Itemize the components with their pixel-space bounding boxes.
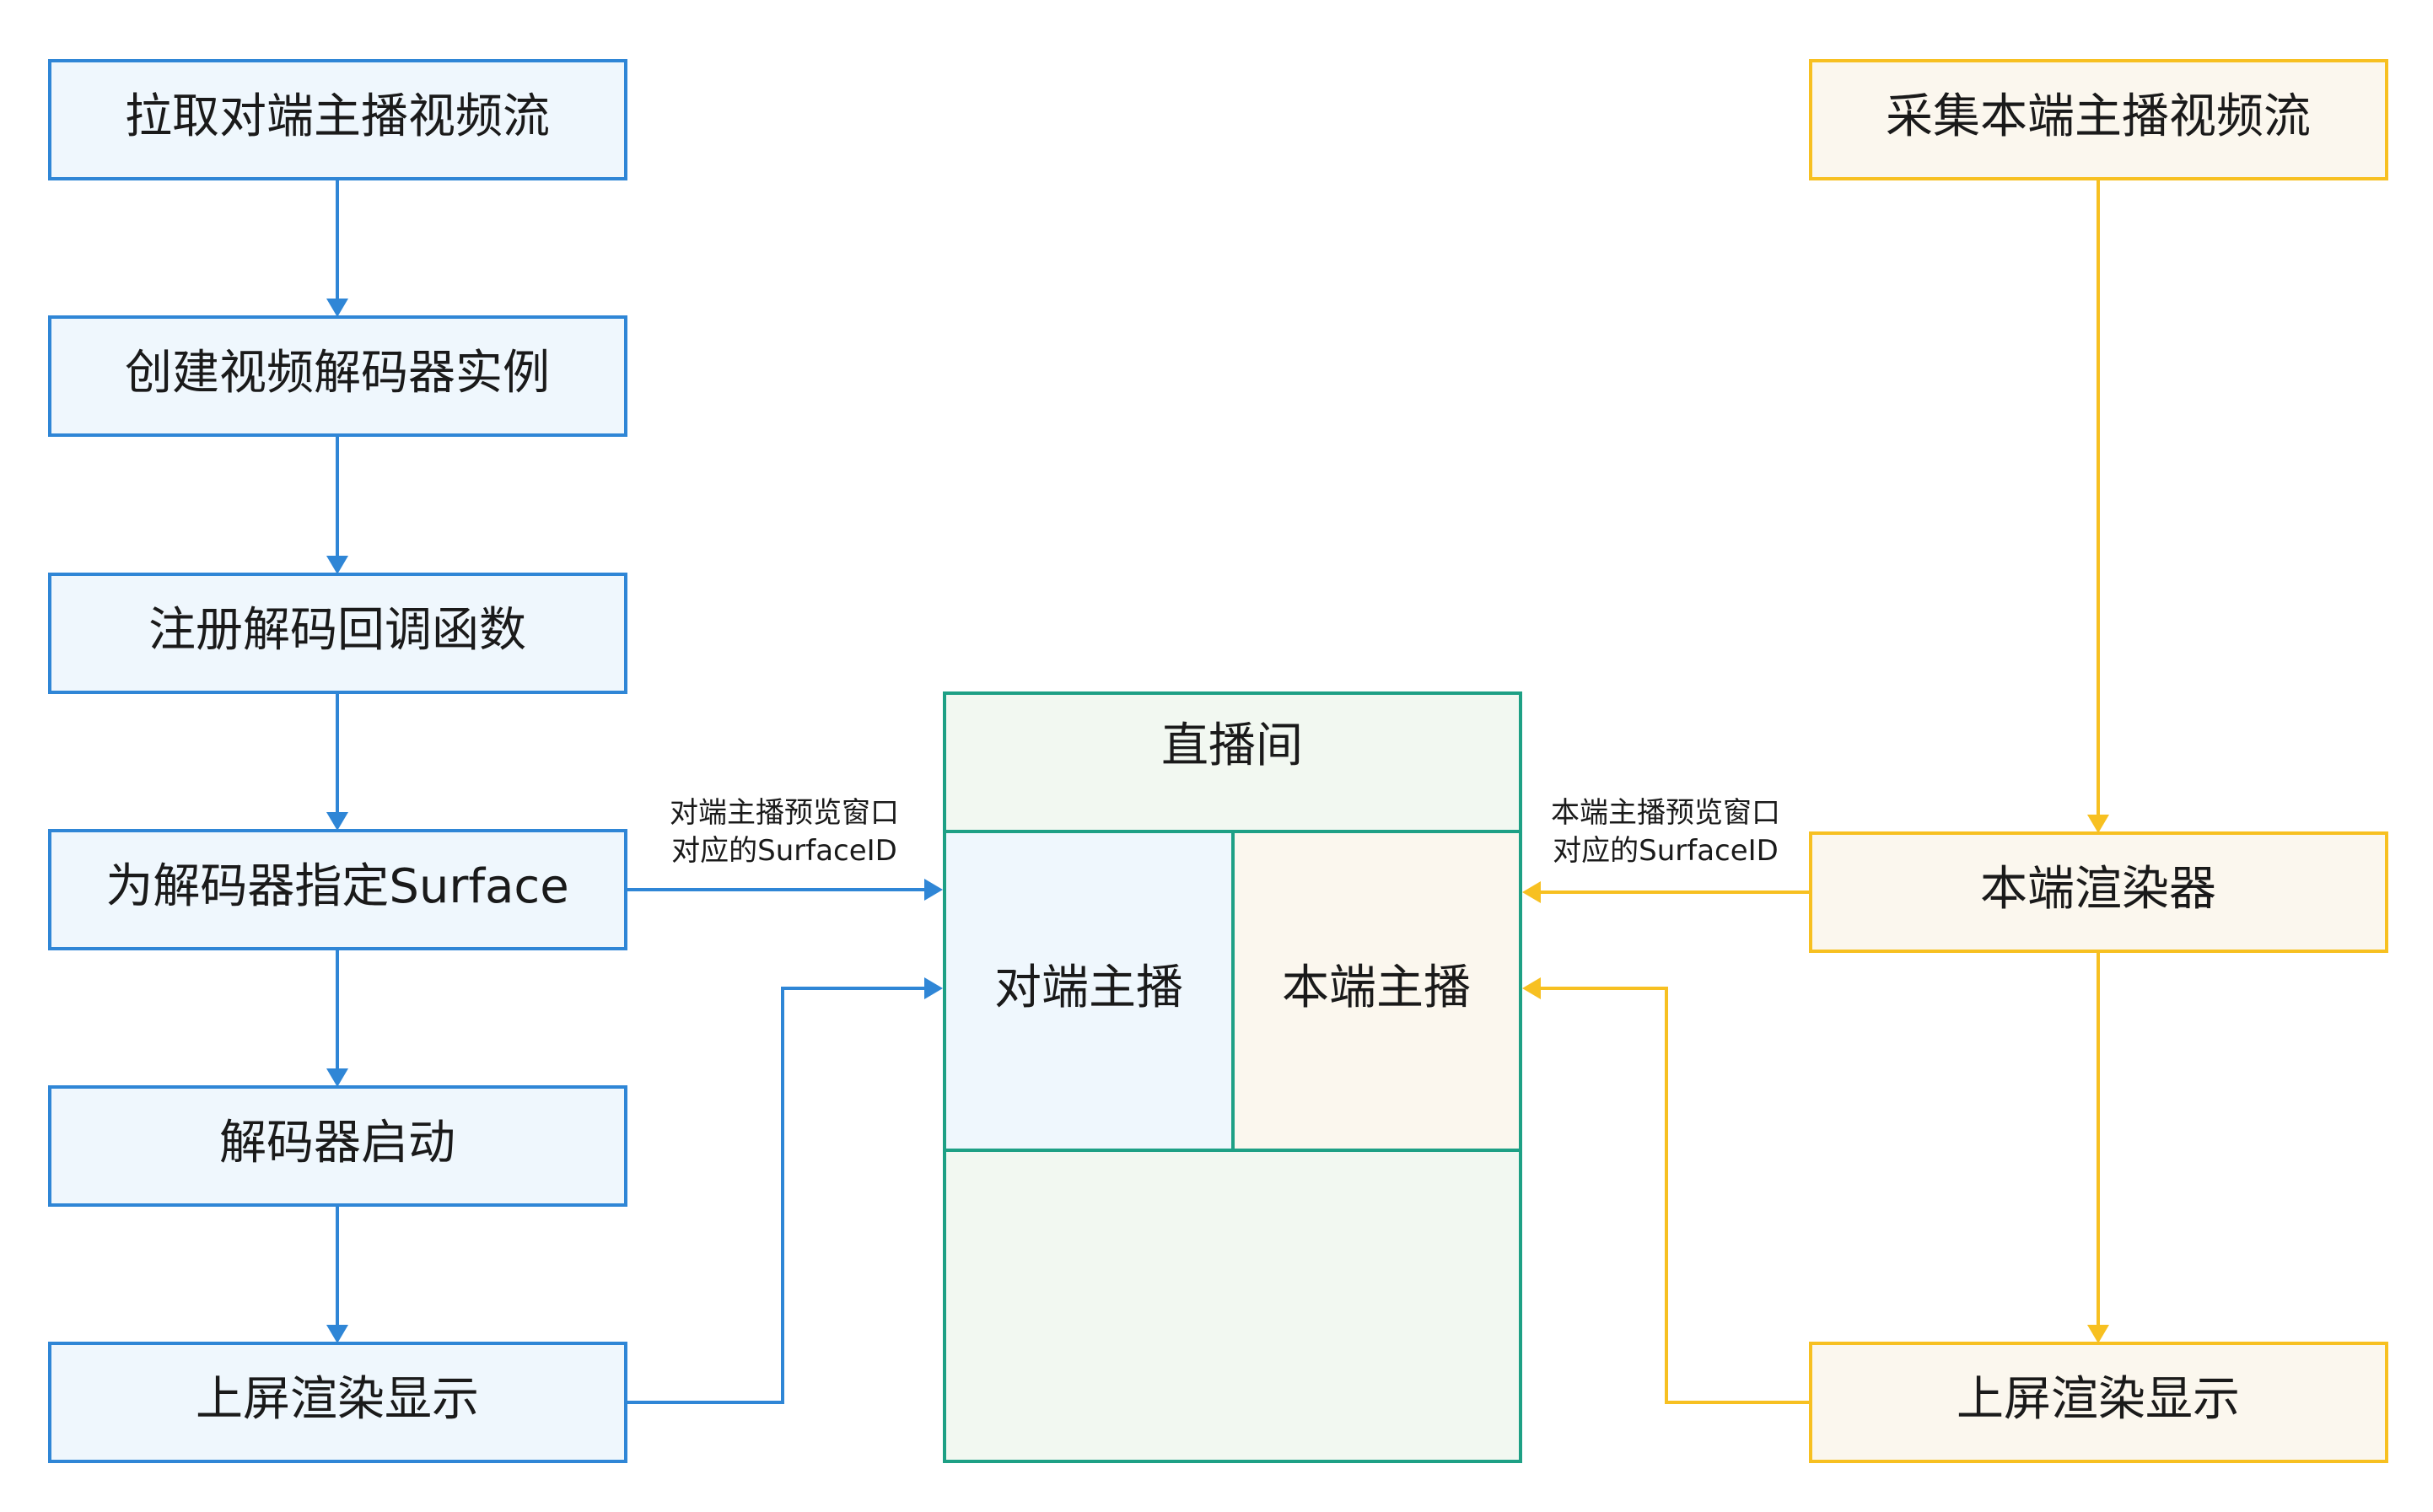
step-label: 解码器启动 bbox=[219, 1116, 455, 1170]
render-arrow bbox=[626, 987, 928, 1404]
right-arrowheads bbox=[1522, 815, 2109, 1343]
left-flow: 拉取对端主播视频流 创建视频解码器实例 注册解码回调函数 为解码器指定Surfa… bbox=[48, 59, 943, 1463]
remote-cell-bg bbox=[946, 833, 1232, 1149]
right-connectors bbox=[1537, 179, 2100, 1404]
arrowhead bbox=[326, 556, 348, 574]
step-label: 创建视频解码器实例 bbox=[125, 346, 550, 401]
arrowhead bbox=[326, 299, 348, 317]
step-label: 上屏渲染显示 bbox=[196, 1372, 479, 1427]
step-render-display-left: 上屏渲染显示 bbox=[48, 1342, 627, 1463]
remote-anchor-window: 对端主播 bbox=[994, 960, 1183, 1015]
step-register-callback: 注册解码回调函数 bbox=[48, 573, 627, 694]
step-label: 上屏渲染显示 bbox=[1957, 1372, 2240, 1427]
live-room-title: 直播间 bbox=[1161, 718, 1303, 773]
arrowhead bbox=[2087, 815, 2109, 833]
step-label: 为解码器指定Surface bbox=[105, 859, 568, 914]
step-label: 拉取对端主播视频流 bbox=[125, 89, 550, 144]
step-label: 采集本端主播视频流 bbox=[1886, 89, 2311, 144]
right-edge-label: 本端主播预览窗口 对应的SurfaceID bbox=[1551, 796, 1780, 868]
edge-label-line2: 对应的SurfaceID bbox=[671, 834, 897, 868]
step-render-display-right: 上屏渲染显示 bbox=[1809, 1342, 2388, 1463]
arrowhead bbox=[326, 812, 348, 831]
right-flow: 采集本端主播视频流 本端渲染器 上屏渲染显示 本端主播预览窗口 对应的Surfa… bbox=[1522, 59, 2388, 1463]
step-label: 本端渲染器 bbox=[1980, 862, 2216, 917]
arrowhead bbox=[326, 1325, 348, 1343]
step-capture-local-stream: 采集本端主播视频流 bbox=[1809, 59, 2388, 180]
edge-label-line1: 对端主播预览窗口 bbox=[670, 796, 899, 830]
local-anchor-window: 本端主播 bbox=[1282, 960, 1471, 1015]
edge-label-line1: 本端主播预览窗口 bbox=[1551, 796, 1780, 830]
step-local-renderer: 本端渲染器 bbox=[1809, 831, 2388, 953]
arrowhead bbox=[326, 1068, 348, 1087]
step-create-decoder: 创建视频解码器实例 bbox=[48, 315, 627, 437]
arrowhead bbox=[1522, 881, 1541, 903]
arrowhead bbox=[924, 879, 943, 901]
render-arrow bbox=[1537, 987, 1811, 1404]
live-room: 直播间 对端主播 本端主播 bbox=[943, 691, 1522, 1463]
left-edge-label: 对端主播预览窗口 对应的SurfaceID bbox=[670, 796, 899, 868]
step-label: 注册解码回调函数 bbox=[148, 603, 526, 658]
left-connectors bbox=[336, 179, 928, 1404]
arrowhead bbox=[924, 977, 943, 999]
arrowhead bbox=[2087, 1325, 2109, 1343]
left-arrowheads bbox=[326, 299, 943, 1343]
arrowhead bbox=[1522, 977, 1541, 999]
edge-label-line2: 对应的SurfaceID bbox=[1553, 834, 1779, 868]
step-set-surface: 为解码器指定Surface bbox=[48, 829, 627, 950]
local-cell-bg bbox=[1234, 833, 1519, 1149]
step-pull-remote-stream: 拉取对端主播视频流 bbox=[48, 59, 627, 180]
step-start-decoder: 解码器启动 bbox=[48, 1085, 627, 1207]
